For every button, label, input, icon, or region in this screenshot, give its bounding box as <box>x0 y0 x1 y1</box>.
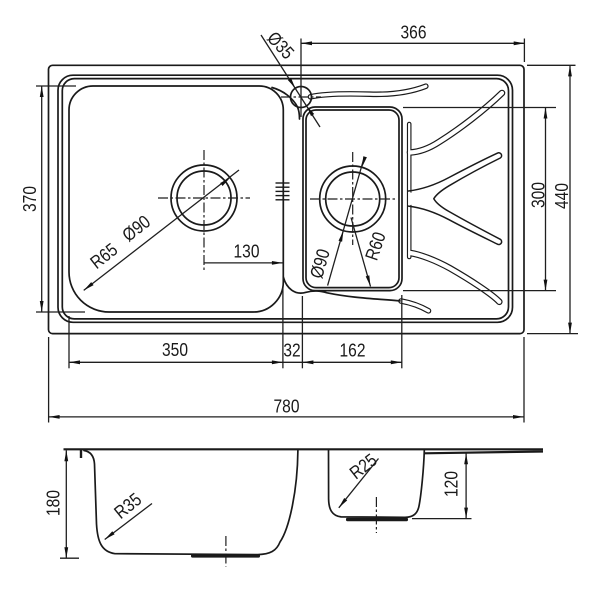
svg-text:180: 180 <box>43 490 64 516</box>
svg-text:300: 300 <box>528 182 549 208</box>
svg-text:440: 440 <box>552 183 573 209</box>
svg-text:130: 130 <box>234 241 260 262</box>
svg-text:370: 370 <box>20 186 41 212</box>
svg-text:366: 366 <box>401 22 427 43</box>
svg-text:32: 32 <box>283 340 300 361</box>
svg-text:350: 350 <box>162 340 188 361</box>
svg-text:162: 162 <box>340 340 366 361</box>
svg-text:120: 120 <box>441 471 462 497</box>
svg-text:780: 780 <box>274 396 300 417</box>
